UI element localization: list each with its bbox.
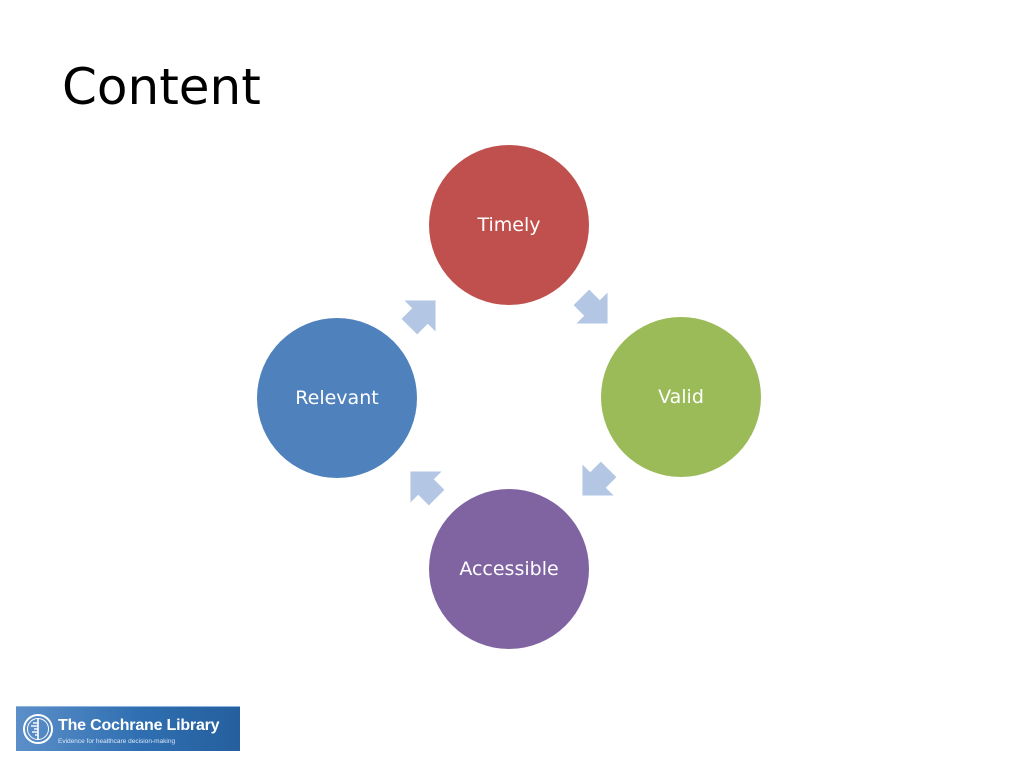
cycle-node-accessible: Accessible <box>429 489 589 649</box>
cycle-node-label: Relevant <box>295 387 378 409</box>
cochrane-emblem-icon <box>23 714 53 744</box>
logo-title: The Cochrane Library <box>58 717 220 734</box>
arrow-accessible-to-relevant <box>410 471 445 506</box>
cycle-node-label: Accessible <box>459 558 558 580</box>
cochrane-library-logo: The Cochrane Library Evidence for health… <box>16 706 240 751</box>
cycle-node-timely: Timely <box>429 145 589 305</box>
logo-tagline: Evidence for healthcare decision-making <box>58 738 176 745</box>
arrow-valid-to-accessible <box>582 461 617 496</box>
cycle-node-label: Valid <box>658 386 704 408</box>
cycle-node-relevant: Relevant <box>257 318 417 478</box>
slide-title: Content <box>62 58 261 116</box>
cycle-node-label: Timely <box>476 214 540 236</box>
arrow-relevant-to-timely <box>401 300 436 335</box>
cycle-node-valid: Valid <box>601 317 761 477</box>
arrow-timely-to-valid <box>573 289 608 324</box>
